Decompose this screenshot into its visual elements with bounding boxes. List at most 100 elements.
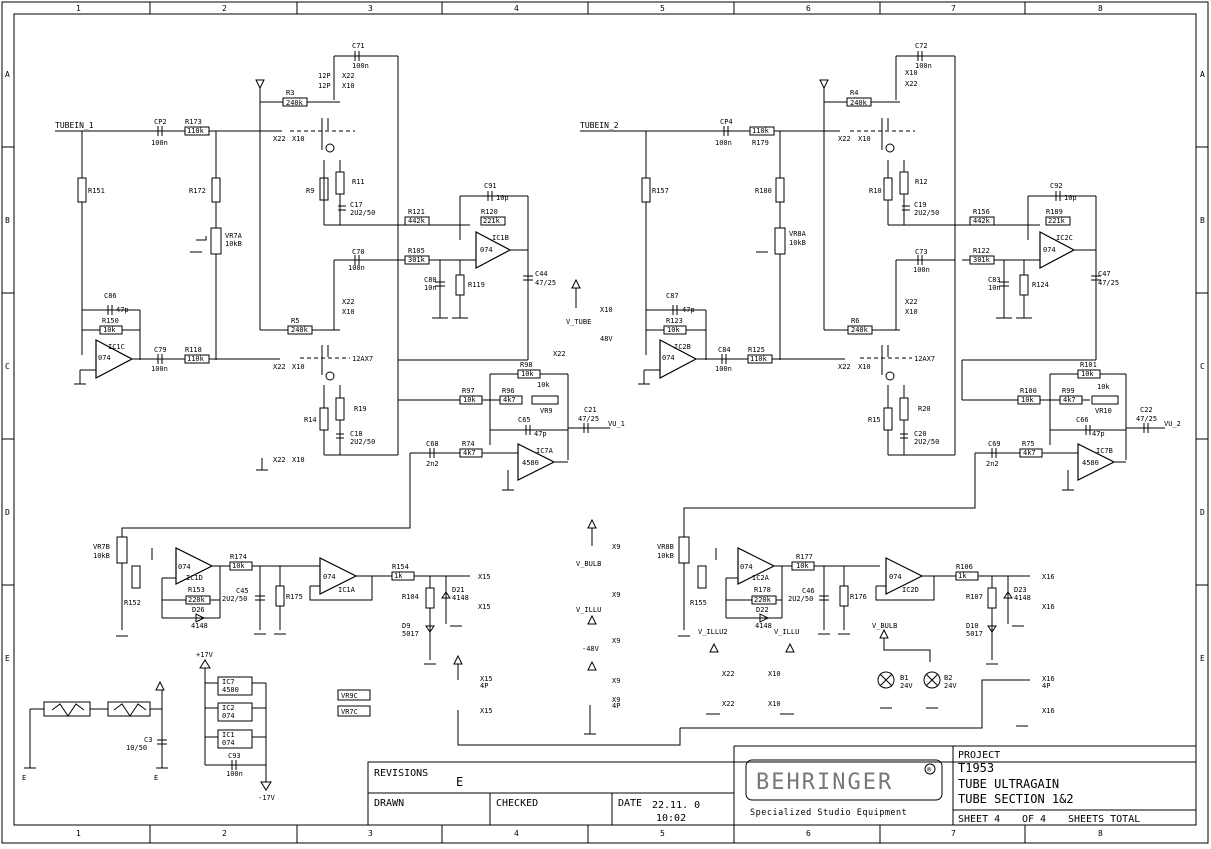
ch1-ic1c: IC1C <box>108 343 125 351</box>
ch2-vr8a-value: 10kB <box>789 239 806 247</box>
ch2-r6: R6 <box>851 317 859 325</box>
power-supply-section: +17V IC7 4580 IC2 074 IC1 074 C93 100n -… <box>22 651 371 802</box>
lower1-vr7b-value: 10kB <box>93 552 110 560</box>
ch1-r96-value: 4k7 <box>503 396 516 404</box>
ch2-r100: R100 <box>1020 387 1037 395</box>
ch1-r173-value: 110k <box>187 127 205 135</box>
lower1-c45: C45 <box>236 587 249 595</box>
ch1-x10-grid: X10 <box>292 135 305 143</box>
ch2-c73-value: 100n <box>913 266 930 274</box>
ch2-r12: R12 <box>915 178 928 186</box>
lower1-ic1d-type: 074 <box>178 563 191 571</box>
grid-col-5-bottom: 5 <box>660 829 665 838</box>
power-c3: C3 <box>144 736 152 744</box>
ch1-r74: R74 <box>462 440 475 448</box>
ch2-c73: C73 <box>915 248 928 256</box>
ch1-vr9-value: 10k <box>537 381 550 389</box>
mid-x10: X10 <box>600 306 613 314</box>
lower1-d26: D26 <box>192 606 205 614</box>
lower1-d21: D21 <box>452 586 465 594</box>
grid-row-d: D <box>5 508 10 517</box>
ch2-vr8a: VR8A <box>789 230 807 238</box>
grid-row-a: A <box>5 70 10 79</box>
ch1-c44: C44 <box>535 270 548 278</box>
ch1-c17-value: 2U2/50 <box>350 209 375 217</box>
lower1-d9: D9 <box>402 622 410 630</box>
ch1-r97-value: 10k <box>463 396 476 404</box>
lower1-ic1a: IC1A <box>338 586 356 594</box>
ch2-r99-value: 4k7 <box>1063 396 1076 404</box>
ch2-r99: R99 <box>1062 387 1075 395</box>
ch2-x10-top: X10 <box>905 69 918 77</box>
ch1-c70: C70 <box>352 248 365 256</box>
lower2-ic2d: IC2D <box>902 586 919 594</box>
power-e-left: E <box>22 774 26 782</box>
ch2-vr10-value: 10k <box>1097 383 1110 391</box>
power-ic1: IC1 <box>222 731 235 739</box>
ch2-c19-value: 2U2/50 <box>914 209 939 217</box>
ch2-r10: R10 <box>869 187 882 195</box>
lower1-r104: R104 <box>402 593 419 601</box>
grid-col-8-bottom: 8 <box>1098 829 1103 838</box>
ch2-c84-value: 100n <box>715 365 732 373</box>
lower2-x10-low: X10 <box>768 700 781 708</box>
ch1-r121-value: 442k <box>408 217 426 225</box>
lower1-r152: R152 <box>124 599 141 607</box>
ch2-c69-value: 2n2 <box>986 460 999 468</box>
grid-row-a-right: A <box>1200 70 1205 79</box>
ch1-r118: R118 <box>185 346 202 354</box>
lower-channel-2-indicator: VR8B 10kB R155 IC2A 074 R178 220k D22 41… <box>657 536 1055 729</box>
lower2-v-bulb: V_BULB <box>872 622 897 630</box>
ch2-c66: C66 <box>1076 416 1089 424</box>
ch2-r125-value: 110k <box>750 355 768 363</box>
ch1-vu-out: VU_1 <box>608 420 625 428</box>
ch2-c19: C19 <box>914 201 927 209</box>
ch2-c47-value: 47/25 <box>1098 279 1119 287</box>
grid-col-8: 8 <box>1098 4 1103 13</box>
ch1-r120: R120 <box>481 208 498 216</box>
date-label: DATE <box>618 798 642 809</box>
power-minus17: -17V <box>258 794 276 802</box>
channel-1-tube-section: TUBEIN_1 CP2 100n R173 110k R151 R172 VR… <box>55 42 625 540</box>
ch2-x22-grid2: X22 <box>838 363 851 371</box>
ch2-c22: C22 <box>1140 406 1153 414</box>
lower1-d21-value: 4148 <box>452 594 469 602</box>
ch1-r14: R14 <box>304 416 317 424</box>
ch1-r121: R121 <box>408 208 425 216</box>
lower1-x15-d: X15 <box>480 707 493 715</box>
ch2-x10-mid: X10 <box>905 308 918 316</box>
lower1-ic1d: IC1D <box>186 574 203 582</box>
lower2-r107: R107 <box>966 593 983 601</box>
ch1-c70-value: 100n <box>348 264 365 272</box>
ch1-c68-value: 2n2 <box>426 460 439 468</box>
lower2-b2-value: 24V <box>944 682 957 690</box>
ch1-c21: C21 <box>584 406 597 414</box>
lower2-r106: R106 <box>956 563 973 571</box>
ch2-r122-value: 301k <box>973 256 991 264</box>
lower1-d26-value: 4148 <box>191 622 208 630</box>
grid-col-1-bottom: 1 <box>76 829 81 838</box>
ch2-r123: R123 <box>666 317 683 325</box>
ch2-x10-grid: X10 <box>858 135 871 143</box>
ch2-r4-value: 240k <box>850 99 868 107</box>
grid-col-1: 1 <box>76 4 81 13</box>
power-c93-value: 100n <box>226 770 243 778</box>
ch1-c86-value: 47p <box>116 306 129 314</box>
lower2-x16-d: X16 <box>1042 707 1055 715</box>
ch1-r105: R105 <box>408 247 425 255</box>
project-title-1: TUBE ULTRAGAIN <box>958 777 1059 791</box>
ch2-c66-value: 47p <box>1092 430 1105 438</box>
grid-col-3: 3 <box>368 4 373 13</box>
lower1-r153: R153 <box>188 586 205 594</box>
ch2-r101-value: 10k <box>1081 370 1094 378</box>
ch1-x22-top: X22 <box>342 72 355 80</box>
grid-row-c-right: C <box>1200 362 1205 371</box>
lower1-4p: 4P <box>480 682 488 690</box>
ch2-c92: C92 <box>1050 182 1063 190</box>
lower2-ic2a: IC2A <box>752 574 770 582</box>
ch2-vu-out: VU_2 <box>1164 420 1181 428</box>
lower2-r178-value: 220k <box>754 596 772 604</box>
revision-value: E <box>456 775 463 789</box>
